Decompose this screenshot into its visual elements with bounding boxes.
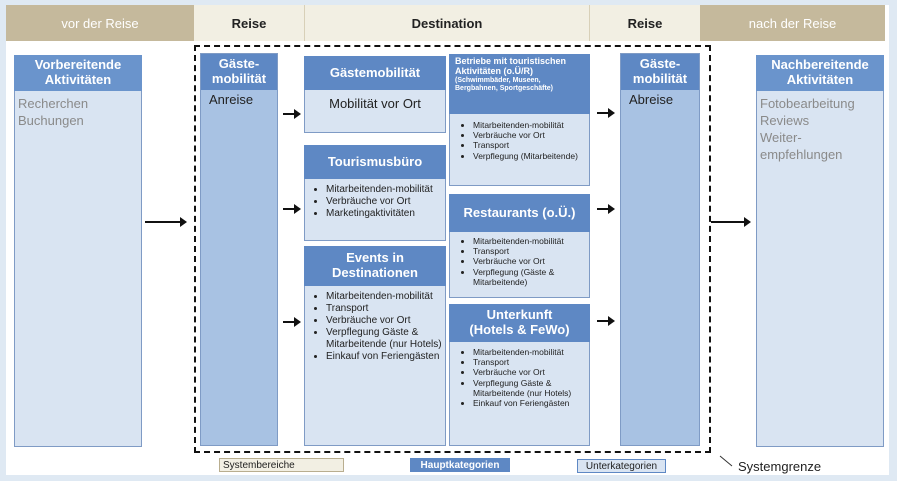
list-item: Verpflegung Gäste & Mitarbeitende (nur H… <box>473 378 590 398</box>
legend-unterkategorien: Unterkategorien <box>577 459 666 473</box>
header-nach-der-reise: nach der Reise <box>700 5 885 41</box>
systemgrenze-line-icon <box>719 455 733 467</box>
arrow-icon <box>597 204 615 214</box>
list-item: Verpflegung Gäste & Mitarbeitende (nur H… <box>326 327 446 351</box>
anreise-label: Anreise <box>209 92 254 107</box>
unterkunft-title: Unterkunft (Hotels & FeWo) <box>449 304 590 342</box>
nachbereitende-aktivitaeten-title: Nachbereitende Aktivitäten <box>756 55 884 91</box>
gaestemobilitaet-anreise-column: Gäste-mobilität Anreise <box>200 53 278 446</box>
legend-systembereiche: Systembereiche <box>219 458 344 472</box>
list-item: Verbräuche vor Ort <box>473 130 590 140</box>
gaestemobilitaet-abreise-title: Gäste-mobilität <box>621 54 699 90</box>
tourismusbuero-list: Mitarbeitenden-mobilität Verbräuche vor … <box>304 184 446 220</box>
list-item: Einkauf von Feriengästen <box>473 398 590 408</box>
list-item: Verbräuche vor Ort <box>473 367 590 377</box>
system-boundary <box>194 45 711 453</box>
list-item: Transport <box>473 246 590 256</box>
list-item: Verbräuche vor Ort <box>473 256 590 266</box>
list-item: Verbräuche vor Ort <box>326 315 446 327</box>
arrow-icon <box>711 217 751 227</box>
header-reise-right: Reise <box>590 5 700 41</box>
header-destination: Destination <box>304 5 590 41</box>
list-item: Verbräuche vor Ort <box>326 196 446 208</box>
list-item: Transport <box>473 140 590 150</box>
header-reise-left: Reise <box>194 5 304 41</box>
arrow-icon <box>283 109 301 119</box>
vorbereitende-aktivitaeten-title: Vorbereitende Aktivitäten <box>14 55 142 91</box>
gaestemobilitaet-anreise-title: Gäste-mobilität <box>201 54 277 90</box>
list-item: Fotobearbeitung <box>760 96 855 111</box>
legend-hauptkategorien: Hauptkategorien <box>410 458 510 472</box>
betriebe-title-block: Betriebe mit touristischen Aktivitäten (… <box>449 54 590 114</box>
betriebe-subtitle: (Schwimmbäder, Museen, Bergbahnen, Sport… <box>455 76 554 92</box>
list-item: Weiter-empfehlungen <box>760 129 843 162</box>
list-item: Mitarbeitenden-mobilität <box>473 236 590 246</box>
arrow-icon <box>597 316 615 326</box>
arrow-icon <box>597 108 615 118</box>
list-item: Recherchen <box>18 96 89 111</box>
betriebe-list: Mitarbeitenden-mobilität Verbräuche vor … <box>449 120 590 161</box>
list-item: Buchungen <box>18 112 84 128</box>
nachbereitende-aktivitaeten-list: Fotobearbeitung Reviews Weiter-empfehlun… <box>760 96 880 164</box>
list-item: Verpflegung (Mitarbeitende) <box>473 151 590 161</box>
restaurants-title: Restaurants (o.Ü.) <box>449 194 590 232</box>
arrow-icon <box>145 217 187 227</box>
arrow-icon <box>283 317 301 327</box>
vorbereitende-aktivitaeten-column <box>14 55 142 447</box>
list-item: Verpflegung (Gäste & Mitarbeitende) <box>473 267 590 287</box>
list-item: Mitarbeitenden-mobilität <box>473 120 590 130</box>
vorbereitende-aktivitaeten-list: Recherchen Buchungen <box>18 96 140 130</box>
list-item: Reviews <box>760 112 810 128</box>
list-item: Mitarbeitenden-mobilität <box>473 347 590 357</box>
betriebe-title: Betriebe mit touristischen Aktivitäten (… <box>455 56 567 77</box>
events-list: Mitarbeitenden-mobilität Transport Verbr… <box>304 291 446 363</box>
list-item: Marketingaktivitäten <box>326 208 446 220</box>
list-item: Transport <box>326 303 446 315</box>
events-title: Events in Destinationen <box>304 246 446 286</box>
header-vor-der-reise: vor der Reise <box>6 5 194 41</box>
list-item: Einkauf von Feriengästen <box>326 351 446 363</box>
unterkunft-list: Mitarbeitenden-mobilität Transport Verbr… <box>449 347 590 408</box>
list-item: Mitarbeitenden-mobilität <box>326 291 446 303</box>
list-item: Transport <box>473 357 590 367</box>
gaestemobilitaet-abreise-column: Gäste-mobilität Abreise <box>620 53 700 446</box>
abreise-label: Abreise <box>629 92 674 107</box>
diagram-canvas <box>6 5 889 475</box>
gaestemobilitaet-title: Gästemobilität <box>304 56 446 90</box>
arrow-icon <box>283 204 301 214</box>
legend-systemgrenze: Systemgrenze <box>738 459 822 474</box>
tourismusbuero-title: Tourismusbüro <box>304 145 446 179</box>
restaurants-list: Mitarbeitenden-mobilität Transport Verbr… <box>449 236 590 287</box>
list-item: Mitarbeitenden-mobilität <box>326 184 446 196</box>
mobilitaet-vor-ort-label: Mobilität vor Ort <box>329 96 421 111</box>
